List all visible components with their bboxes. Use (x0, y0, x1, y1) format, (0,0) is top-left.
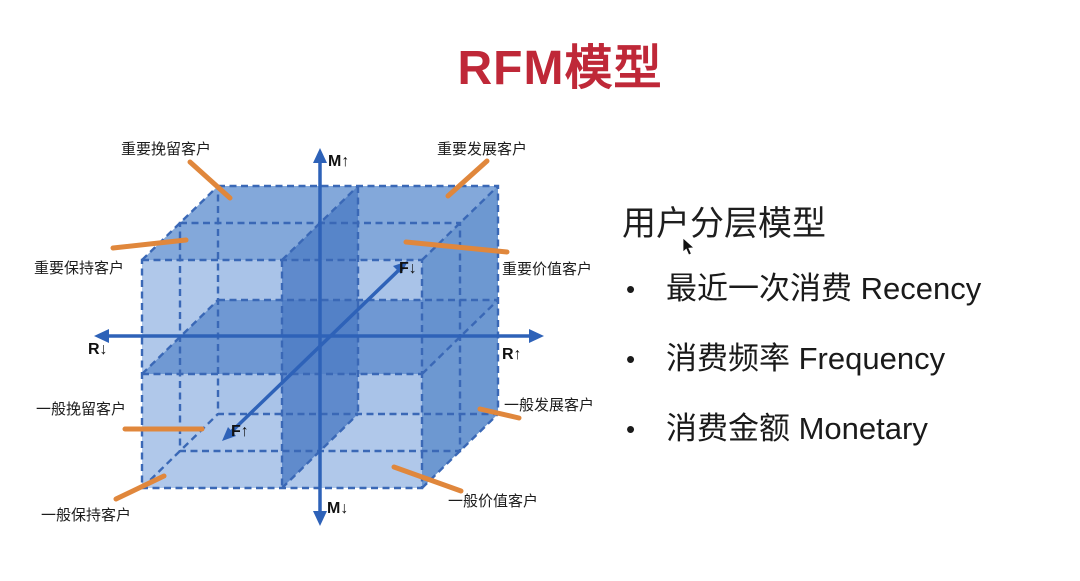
axis-label-r-up: R↑ (502, 346, 522, 363)
r-down-arrowhead (94, 329, 109, 343)
bullet-text: 消费金额 Monetary (666, 411, 928, 446)
axis-label-f-up: F↑ (231, 423, 249, 440)
segment-label-important-develop: 重要发展客户 (437, 141, 528, 158)
r-up-arrowhead (529, 329, 544, 343)
segment-label-general-value: 一般价值客户 (448, 493, 539, 510)
axis-label-m-down: M↓ (327, 500, 349, 517)
rfm-cube-diagram: 重要挽留客户 重要发展客户 重要保持客户 重要价值客户 一般挽留客户 一般发展客… (34, 141, 595, 526)
f-up-arrowhead (222, 427, 236, 441)
connector-top-right (445, 158, 490, 199)
bullet-marker: • (626, 274, 636, 304)
bullet-monetary: • 消费金额 Monetary (626, 410, 928, 448)
connector-top-left (187, 159, 233, 201)
bullet-recency: • 最近一次消费 Recency (626, 270, 981, 308)
connector-mid-right (403, 239, 510, 255)
mouse-cursor-icon (682, 238, 695, 256)
axis-label-f-down: F↓ (399, 260, 417, 277)
bullet-frequency: • 消费频率 Frequency (626, 340, 945, 378)
segment-label-general-keep: 一般保持客户 (41, 507, 132, 524)
segment-label-important-value: 重要价值客户 (502, 261, 593, 278)
description-panel: 用户分层模型 • 最近一次消费 Recency • 消费频率 Frequency… (620, 0, 1080, 581)
m-down-arrowhead (313, 511, 327, 526)
m-up-arrowhead (313, 148, 327, 163)
page-title: RFM模型 (457, 42, 663, 95)
segment-label-important-keep: 重要保持客户 (34, 260, 125, 277)
rfm-cube-graphic (94, 148, 544, 526)
f-axis (222, 261, 408, 441)
connector-bottom-left (113, 473, 167, 502)
axis-label-m-up: M↑ (328, 153, 350, 170)
f-down-arrowhead (393, 261, 408, 274)
connector-mid-left (110, 237, 189, 251)
r-axis (94, 329, 544, 343)
segment-label-important-retain: 重要挽留客户 (121, 141, 212, 158)
bullet-text: 消费频率 Frequency (666, 341, 946, 376)
segment-label-general-retain: 一般挽留客户 (36, 401, 127, 418)
label-connector-lines (110, 158, 522, 502)
axis-label-r-down: R↓ (88, 341, 108, 358)
panel-heading: 用户分层模型 (622, 205, 826, 243)
connector-bottom-right (391, 464, 464, 494)
bullet-marker: • (626, 414, 636, 444)
connector-lower-right (477, 406, 522, 421)
bullet-marker: • (626, 344, 636, 374)
segment-label-general-develop: 一般发展客户 (504, 397, 595, 414)
bullet-text: 最近一次消费 Recency (666, 271, 982, 306)
